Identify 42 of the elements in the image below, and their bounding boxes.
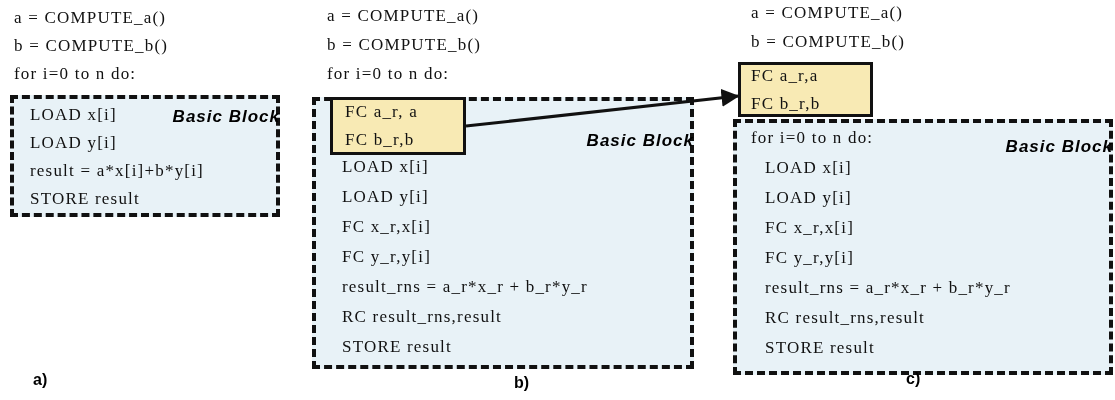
code-line: FC y_r,y[i] [342, 247, 432, 267]
code-line: FC b_r,b [345, 130, 415, 150]
code-line: FC a_r, a [345, 102, 418, 122]
code-line: b = COMPUTE_b() [14, 36, 169, 56]
code-line: for i=0 to n do: [14, 64, 137, 84]
code-line: STORE result [342, 337, 452, 357]
code-line: b = COMPUTE_b() [751, 32, 906, 52]
code-line: LOAD x[i] [342, 157, 429, 177]
block-heading: Basic Block [586, 131, 694, 151]
code-line: FC a_r,a [751, 66, 819, 86]
block-heading: Basic Block [1005, 137, 1113, 157]
code-line: LOAD y[i] [765, 188, 852, 208]
basic-block [10, 95, 280, 217]
code-line: result = a*x[i]+b*y[i] [30, 161, 204, 181]
code-line: LOAD y[i] [342, 187, 429, 207]
code-line: RC result_rns,result [765, 308, 925, 328]
code-line: RC result_rns,result [342, 307, 502, 327]
panel-label: b) [514, 373, 530, 393]
code-line: FC x_r,x[i] [765, 218, 855, 238]
code-line: LOAD x[i] [765, 158, 852, 178]
basic-block [312, 97, 694, 369]
code-line: for i=0 to n do: [327, 64, 450, 84]
block-heading: Basic Block [172, 107, 280, 127]
highlighted-block [330, 97, 466, 155]
code-line: a = COMPUTE_a() [751, 3, 904, 23]
code-line: for i=0 to n do: [751, 128, 874, 148]
code-line: a = COMPUTE_a() [14, 8, 167, 28]
code-line: LOAD x[i] [30, 105, 117, 125]
code-line: a = COMPUTE_a() [327, 6, 480, 26]
code-line: FC x_r,x[i] [342, 217, 432, 237]
arrow [465, 88, 740, 128]
code-line: result_rns = a_r*x_r + b_r*y_r [765, 278, 1011, 298]
code-line: STORE result [765, 338, 875, 358]
highlighted-block [738, 62, 873, 117]
code-line: FC b_r,b [751, 94, 821, 114]
code-line: FC y_r,y[i] [765, 248, 855, 268]
code-line: result_rns = a_r*x_r + b_r*y_r [342, 277, 588, 297]
panel-label: a) [33, 370, 48, 390]
panel-label: c) [906, 369, 921, 389]
code-line: STORE result [30, 189, 140, 209]
code-line: LOAD y[i] [30, 133, 117, 153]
code-line: b = COMPUTE_b() [327, 35, 482, 55]
